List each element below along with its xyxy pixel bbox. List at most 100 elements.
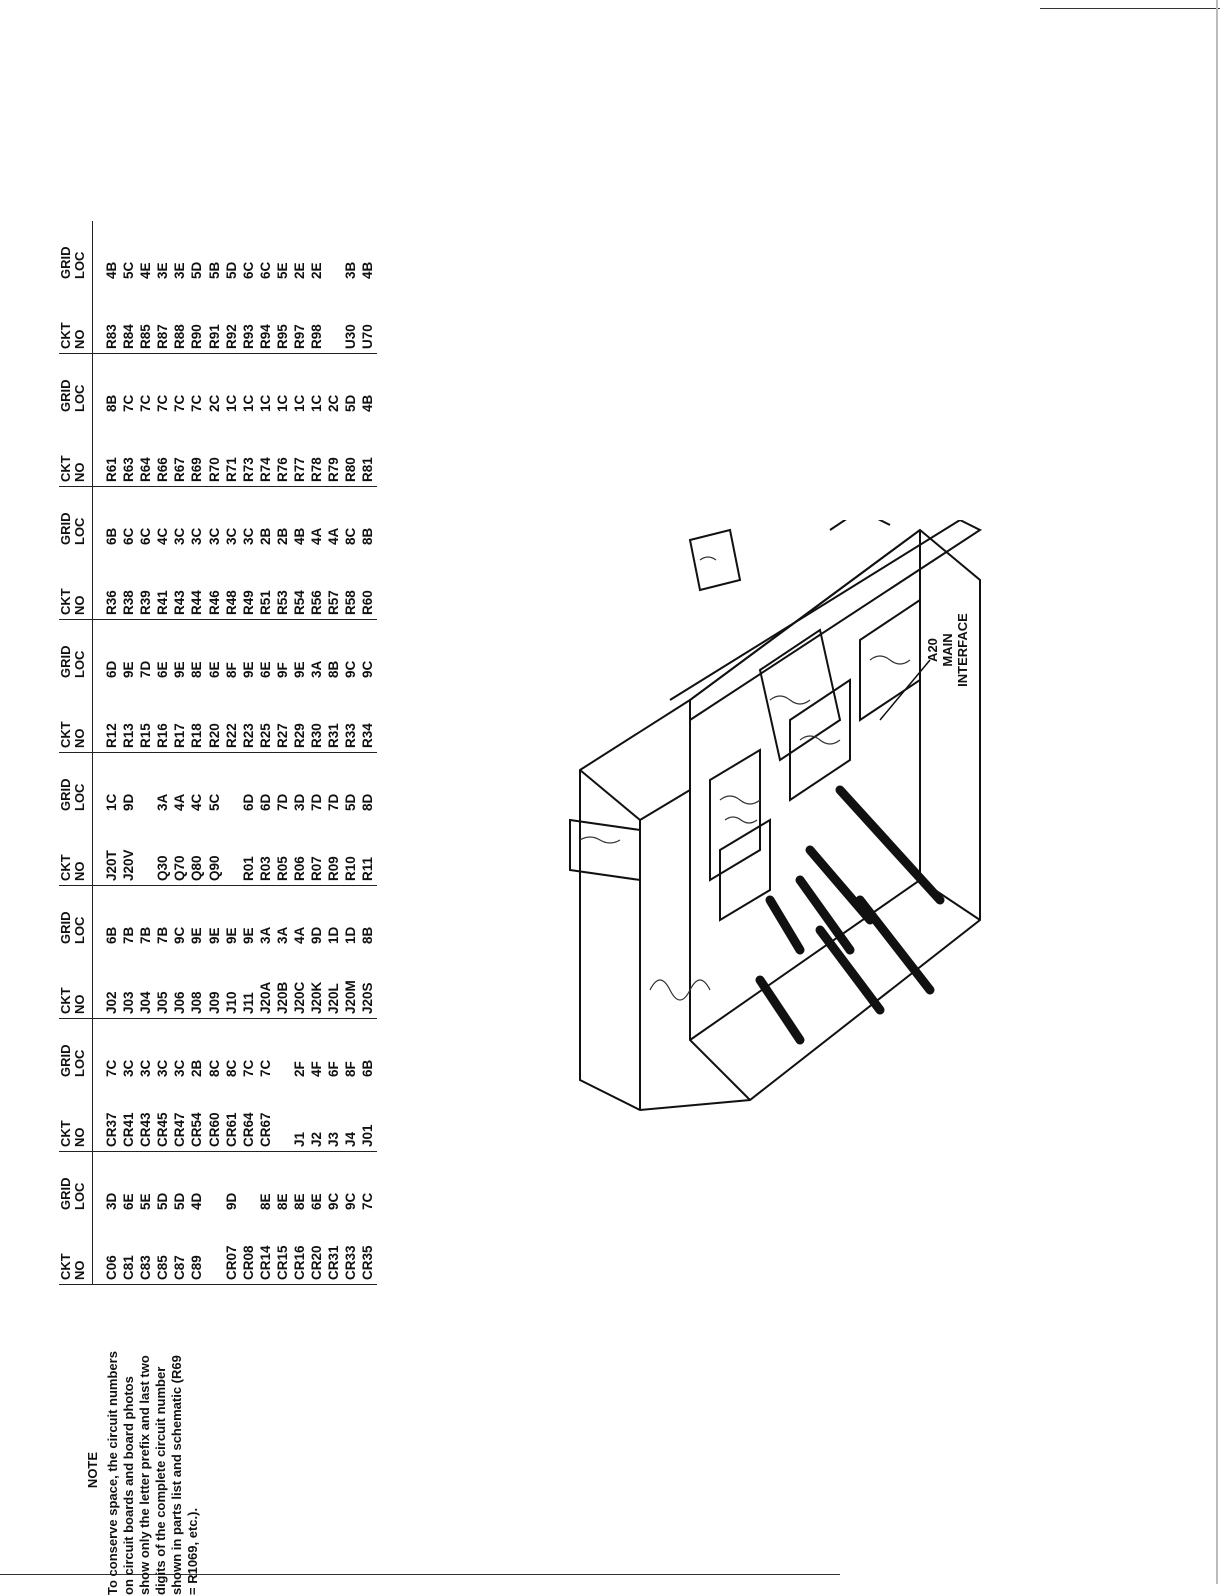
table-cell: 4B — [360, 261, 376, 279]
table-cell: 3C — [223, 527, 239, 545]
table-cell: R01 — [240, 856, 256, 881]
table-cell: R25 — [257, 723, 273, 748]
table-cell: J04 — [138, 991, 154, 1014]
table-cell: R16 — [155, 723, 171, 748]
table-cell: 8C — [206, 1059, 222, 1077]
table-cell: 8C — [223, 1059, 239, 1077]
table-cell: 1C — [223, 394, 239, 412]
table-cell: R10 — [343, 856, 359, 881]
table-cell: 9D — [309, 926, 325, 944]
note-title: NOTE — [85, 1451, 100, 1489]
table-cell: R73 — [240, 457, 256, 482]
table-cell: 2B — [189, 1059, 205, 1077]
table-cell: 6E — [309, 1193, 325, 1210]
table-cell: Q80 — [189, 855, 205, 881]
table-cell: 6B — [104, 926, 119, 944]
table-cell: J11 — [240, 992, 256, 1014]
table-cell: 7C — [257, 1059, 273, 1077]
table-cell: U70 — [360, 324, 376, 349]
table-cell: J20K — [309, 981, 325, 1014]
table-cell: 4A — [292, 926, 308, 944]
table-cell: C81 — [121, 1255, 137, 1280]
table-cell: CR64 — [240, 1112, 256, 1147]
column-header-line: GRID — [58, 379, 73, 413]
table-cell: CR45 — [155, 1112, 171, 1147]
table-cell: 1C — [240, 394, 256, 412]
table-cell: 6F — [326, 1061, 342, 1077]
table-cell: R67 — [172, 457, 188, 482]
table-cell: Q70 — [172, 855, 188, 881]
table-cell: 2E — [309, 262, 325, 279]
table-cell — [325, 279, 342, 349]
table-cell — [223, 753, 240, 811]
table-cell: 5D — [155, 1192, 171, 1210]
table-cell: J20V — [121, 849, 137, 881]
note-block: NOTE To conserve space, the circuit numb… — [85, 1345, 201, 1595]
table-cell: R56 — [309, 590, 325, 615]
table-cell: CR41 — [121, 1112, 137, 1147]
table-cell: 9E — [121, 661, 137, 678]
table-cell: J10 — [223, 991, 239, 1014]
callout-line-1: A20 — [925, 638, 940, 662]
table-cell: R76 — [274, 457, 290, 482]
table-cell: 1C — [292, 394, 308, 412]
table-cell: R15 — [138, 723, 154, 748]
table-cell: R64 — [138, 457, 154, 482]
table-cell: C87 — [172, 1255, 188, 1280]
table-cell: 6E — [155, 661, 171, 678]
table-cell: R49 — [240, 590, 256, 615]
table-cell: R95 — [274, 324, 290, 349]
table-cell: 5D — [172, 1192, 188, 1210]
column-header-line: CKT — [58, 721, 73, 748]
bottom-rule — [0, 1574, 840, 1575]
table-cell: R98 — [309, 324, 325, 349]
table-cell: R36 — [104, 590, 119, 615]
table-cell: 6C — [121, 527, 137, 545]
table-cell: J01 — [360, 1124, 376, 1147]
table-cell: 2F — [292, 1061, 308, 1077]
table-cell: R80 — [343, 457, 359, 482]
chassis-illustration — [569, 520, 983, 1112]
table-cell: CR60 — [206, 1112, 222, 1147]
rotated-content: NOTE To conserve space, the circuit numb… — [55, 221, 380, 1595]
table-cell — [206, 1152, 223, 1210]
table-cell: 9C — [343, 1192, 359, 1210]
table-cell: 9C — [343, 660, 359, 678]
table-cell: 4B — [104, 261, 119, 279]
table-cell: 7C — [172, 394, 188, 412]
table-cell: 8B — [326, 660, 342, 678]
column-header-line: GRID — [58, 778, 73, 812]
table-cell: 5D — [189, 261, 205, 279]
table-cell: 4A — [326, 527, 342, 545]
table-cell: R78 — [309, 457, 325, 482]
table-cell: 1C — [104, 793, 119, 811]
column-header-line: GRID — [58, 645, 73, 679]
column-header-line: CKT — [58, 854, 73, 881]
table-cell: 4E — [138, 262, 154, 279]
table-cell: R07 — [309, 856, 325, 881]
table-cell: R97 — [292, 324, 308, 349]
table-cell: 5C — [206, 793, 222, 811]
callout-leader — [879, 659, 931, 721]
table-cell: 6B — [360, 1059, 376, 1077]
table-cell: 9E — [172, 661, 188, 678]
table-cell: 1D — [326, 926, 342, 944]
table-cell: J3 — [326, 1131, 342, 1147]
table-cell: 7C — [360, 1192, 376, 1210]
table-cell: R13 — [121, 723, 137, 748]
table-cell: 6C — [257, 261, 273, 279]
table-cell: R43 — [172, 590, 188, 615]
table-cell: 3A — [309, 660, 325, 678]
table-cell: 3C — [121, 1059, 137, 1077]
table-cell: 7B — [155, 926, 171, 944]
table-cell: CR15 — [274, 1245, 290, 1280]
table-cell: R90 — [189, 324, 205, 349]
table-cell: R69 — [189, 457, 205, 482]
